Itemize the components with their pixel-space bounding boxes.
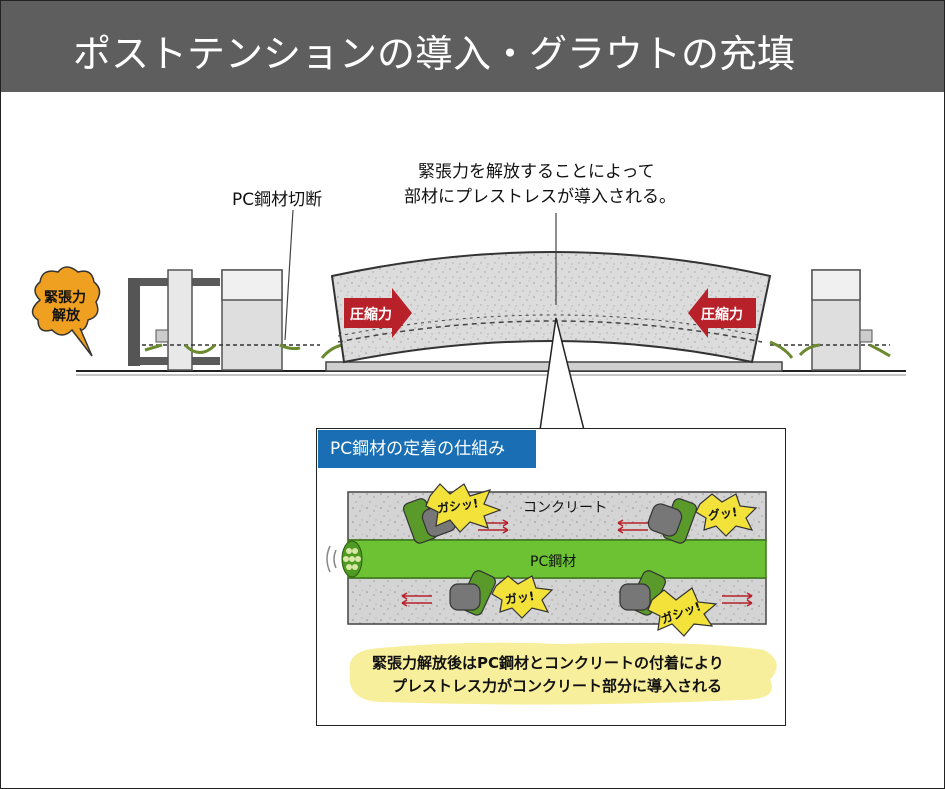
right-anchor-abutment xyxy=(811,269,873,371)
pc-strand xyxy=(347,539,767,579)
sound-wave-icon xyxy=(326,545,337,573)
compression-label-right: 圧縮力 xyxy=(701,307,743,323)
prestressed-beam xyxy=(330,251,772,364)
note-line1: 緊張力解放後はPC鋼材とコンクリートの付着により xyxy=(372,654,724,672)
strand-end-icon xyxy=(341,540,363,578)
burst-label-line2: 解放 xyxy=(52,308,80,324)
compression-arrow-icon xyxy=(344,288,412,338)
note-line2: プレストレス力がコンクリート部分に導入される xyxy=(392,677,723,695)
gripping-hand-icon xyxy=(647,498,698,544)
release-label-line2: 部材にプレストレスが導入される。 xyxy=(404,187,676,207)
sfx-burst xyxy=(695,493,758,537)
burst-icon xyxy=(31,266,101,357)
burst-label-line1: 緊張力 xyxy=(44,290,86,306)
left-anchor-abutment xyxy=(128,269,283,371)
sfx-burst xyxy=(425,483,502,533)
gripping-hand-icon xyxy=(619,570,666,616)
strand-label: PC鋼材 xyxy=(530,554,577,570)
sfx-burst xyxy=(491,575,554,619)
gripping-hand-icon xyxy=(449,570,496,616)
page-title: ポストテンションの導入・グラウトの充填 xyxy=(73,32,796,76)
header-bar: ポストテンションの導入・グラウトの充填 xyxy=(1,1,944,92)
compression-arrow-icon xyxy=(688,288,756,338)
cut-leader xyxy=(284,209,294,341)
note-bubble xyxy=(349,642,777,705)
detail-title: PC鋼材の定着の仕組み xyxy=(318,430,536,468)
concrete-label: コンクリート xyxy=(523,500,607,516)
cut-label: PC鋼材切断 xyxy=(232,190,323,210)
release-label-line1: 緊張力を解放することによって xyxy=(418,162,655,182)
sfx-burst xyxy=(647,587,718,637)
compression-label-left: 圧縮力 xyxy=(350,307,392,323)
